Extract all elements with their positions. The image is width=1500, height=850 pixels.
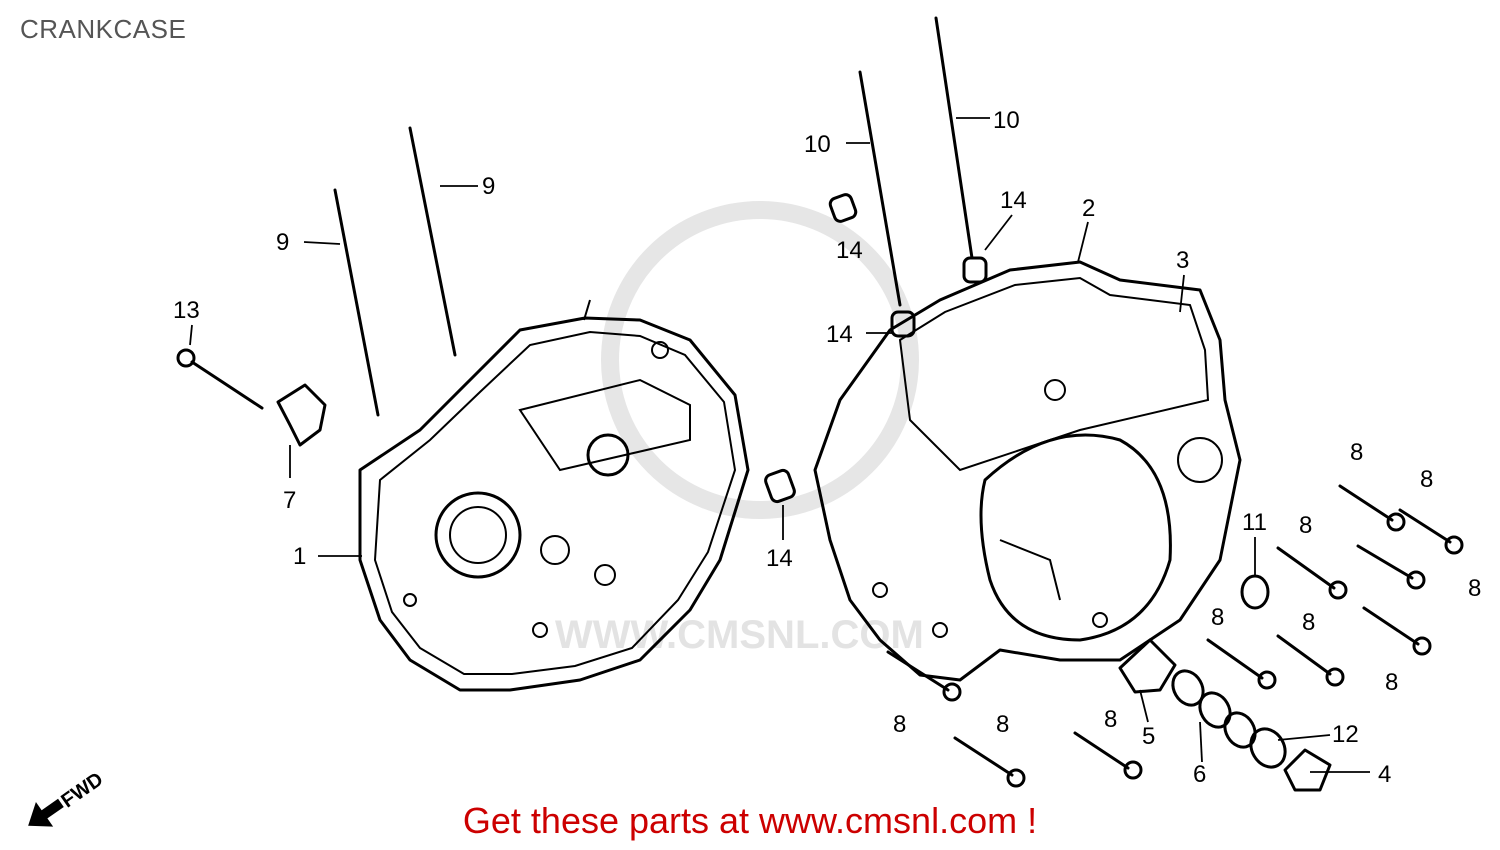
callout-8-e: 8 (1302, 609, 1315, 636)
watermark-text: WWW.CMSNL.COM (555, 613, 924, 657)
callout-8-g: 8 (1350, 439, 1363, 466)
callout-5: 5 (1142, 723, 1155, 750)
callout-8-f: 8 (1299, 512, 1312, 539)
callout-6: 6 (1193, 761, 1206, 788)
leader-lines (189, 117, 1370, 773)
dowel-pins (764, 193, 988, 504)
callout-9-b: 9 (482, 173, 495, 200)
callout-14-b: 14 (1000, 187, 1027, 214)
callout-8-a: 8 (893, 711, 906, 738)
callout-2: 2 (1082, 195, 1095, 222)
stud-bolts (333, 16, 974, 417)
footer-link-text[interactable]: Get these parts at www.cmsnl.com ! (462, 800, 1038, 841)
left-crankcase-half (358, 299, 750, 692)
callout-13: 13 (173, 297, 200, 324)
callout-9-a: 9 (276, 229, 289, 256)
callout-labels: 1 2 3 4 5 6 7 8 8 8 8 8 8 8 8 8 8 9 9 10… (173, 107, 1481, 788)
callout-8-b: 8 (996, 711, 1009, 738)
callout-14-a: 14 (836, 237, 863, 264)
bolt-and-bracket (176, 348, 327, 447)
callout-14-c: 14 (826, 321, 853, 348)
callout-10-b: 10 (993, 107, 1020, 134)
callout-8-c: 8 (1104, 706, 1117, 733)
watermark: WWW.CMSNL.COM (555, 201, 924, 657)
callout-8-h: 8 (1420, 466, 1433, 493)
callout-14-d: 14 (766, 545, 793, 572)
callout-10-a: 10 (804, 131, 831, 158)
callout-8-d: 8 (1211, 604, 1224, 631)
callout-1: 1 (293, 543, 306, 570)
right-crankcase-half (813, 260, 1242, 682)
callout-11: 11 (1242, 509, 1267, 536)
callout-12: 12 (1332, 721, 1359, 748)
callout-7: 7 (283, 487, 296, 514)
callout-8-j: 8 (1385, 669, 1398, 696)
callout-3: 3 (1176, 247, 1189, 274)
page-title: CRANKCASE (20, 14, 187, 44)
callout-4: 4 (1378, 761, 1391, 788)
callout-8-i: 8 (1468, 575, 1481, 602)
bolts-8 (886, 484, 1464, 788)
filter-parts (1118, 574, 1332, 792)
